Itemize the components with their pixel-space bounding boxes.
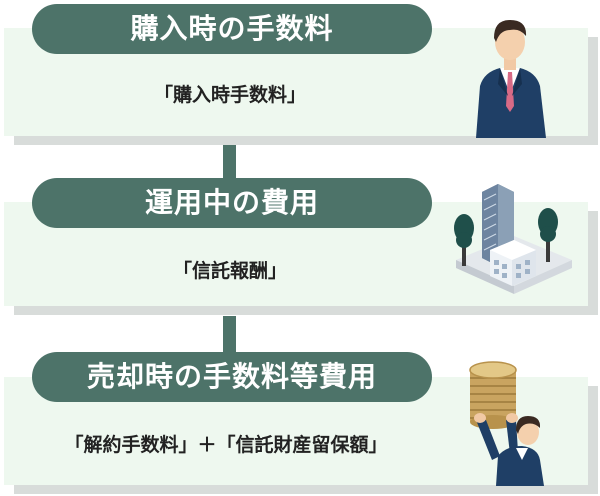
step-3-description: 「解約手数料」＋「信託財産留保額」 [64, 434, 388, 456]
businessman-icon [476, 20, 546, 138]
step-2-description: 「信託報酬」 [172, 260, 287, 282]
connector-line-1 [223, 140, 236, 182]
step-2-title: 運用中の費用 [32, 178, 432, 228]
person-holding-coins-icon [469, 361, 544, 486]
step-1-title: 購入時の手数料 [32, 4, 432, 54]
connector-line-2 [223, 316, 236, 356]
office-building-icon [454, 184, 572, 294]
step-1-description: 「購入時手数料」 [153, 84, 306, 106]
step-3-title: 売却時の手数料等費用 [32, 352, 432, 402]
